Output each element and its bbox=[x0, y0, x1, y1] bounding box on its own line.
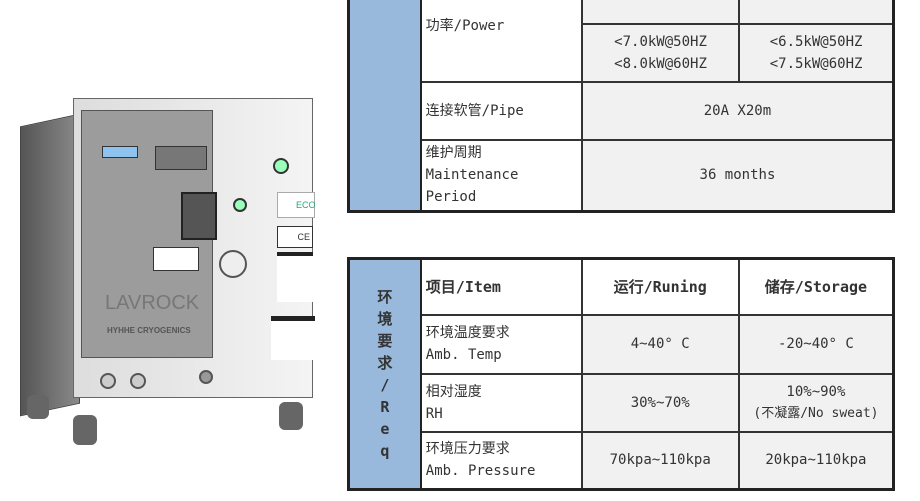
meters bbox=[155, 146, 207, 170]
maintenance-value: 36 months bbox=[580, 138, 895, 213]
port bbox=[199, 370, 213, 384]
ce-text: CE bbox=[297, 232, 310, 242]
running-value: 4~40° C bbox=[580, 313, 740, 375]
value-line: <7.5kW@60HZ bbox=[769, 55, 863, 72]
maker-text: HYHHE CRYOGENICS bbox=[107, 326, 191, 335]
value-line: <6.5kW@50HZ bbox=[769, 33, 863, 50]
lcd-display bbox=[102, 146, 138, 158]
storage-value: 20kpa~110kpa bbox=[737, 430, 895, 491]
running-value: 70kpa~110kpa bbox=[580, 430, 740, 491]
label-line: Period bbox=[425, 189, 477, 206]
side-panel bbox=[20, 113, 80, 417]
storage-value: 10%~90% (不凝露/No sweat) bbox=[737, 372, 895, 433]
row-label: 环境压力要求 Amb. Pressure bbox=[419, 430, 583, 491]
power-col2-header bbox=[580, 0, 741, 25]
label-line: Amb. Temp bbox=[425, 347, 502, 363]
section-label bbox=[347, 0, 422, 213]
row-label: 环境温度要求 Amb. Temp bbox=[419, 313, 583, 375]
info-label bbox=[271, 316, 315, 360]
side-char: e bbox=[380, 420, 390, 438]
running-value: 30%~70% bbox=[580, 372, 740, 433]
pressure-gauge bbox=[219, 250, 247, 278]
side-char: 环 bbox=[377, 288, 393, 306]
eco-label: ECO bbox=[277, 192, 316, 218]
label-line: 相对湿度 bbox=[425, 383, 482, 400]
side-char: 境 bbox=[377, 310, 393, 328]
nameplate bbox=[153, 247, 199, 271]
header-running: 运行/Runing bbox=[580, 257, 740, 316]
row-label: 相对湿度 RH bbox=[419, 372, 583, 433]
value-line: (不凝露/No sweat) bbox=[753, 405, 879, 421]
label-line: Maintenance bbox=[425, 167, 519, 184]
storage-value: -20~40° C bbox=[737, 313, 895, 375]
port bbox=[130, 373, 146, 389]
caster bbox=[27, 395, 49, 419]
caster bbox=[73, 415, 97, 445]
power-col3-header bbox=[738, 0, 895, 25]
side-char: 要 bbox=[377, 332, 393, 350]
power-label: 功率/Power bbox=[419, 0, 583, 83]
power-col2-value: <7.0kW@50HZ <8.0kW@60HZ bbox=[580, 22, 741, 83]
machine-illustration: LAVROCK HYHHE CRYOGENICS ECO CE bbox=[15, 80, 316, 450]
side-char: q bbox=[380, 442, 390, 460]
power-col3-value: <6.5kW@50HZ <7.5kW@60HZ bbox=[738, 22, 895, 83]
label-line: RH bbox=[425, 405, 443, 422]
knob bbox=[273, 158, 289, 174]
side-char: R bbox=[380, 398, 390, 416]
brand-text: LAVROCK bbox=[105, 292, 200, 314]
table-row: 环境压力要求 Amb. Pressure 70kpa~110kpa 20kpa~1… bbox=[349, 430, 895, 491]
side-char: / bbox=[380, 376, 390, 394]
knob bbox=[233, 198, 247, 212]
pipe-value: 20A X20m bbox=[580, 80, 895, 141]
value-line: <8.0kW@60HZ bbox=[614, 55, 707, 72]
table-row: 相对湿度 RH 30%~70% 10%~90% (不凝露/No sweat) bbox=[349, 372, 895, 433]
header-item: 项目/Item bbox=[419, 257, 583, 316]
power-spec-table: 功率/Power <7.0kW@50HZ <8.0kW@60HZ <6.5kW@5… bbox=[347, 0, 895, 213]
info-label bbox=[277, 252, 313, 302]
eco-text: ECO bbox=[296, 200, 316, 210]
label-line: 环境温度要求 bbox=[425, 325, 510, 341]
value-line: <7.0kW@50HZ bbox=[614, 33, 707, 50]
connector-block bbox=[181, 192, 217, 240]
port bbox=[100, 373, 116, 389]
label-line: Amb. Pressure bbox=[425, 463, 536, 480]
caster bbox=[279, 402, 303, 430]
header-storage: 储存/Storage bbox=[737, 257, 895, 316]
pipe-label: 连接软管/Pipe bbox=[419, 80, 583, 141]
label-line: 维护周期 bbox=[425, 145, 482, 162]
ce-label: CE bbox=[277, 226, 313, 248]
label-line: 环境压力要求 bbox=[425, 441, 510, 458]
table-row: 环境温度要求 Amb. Temp 4~40° C -20~40° C bbox=[349, 313, 895, 375]
value-line: 10%~90% bbox=[786, 383, 846, 400]
side-char: 求 bbox=[377, 354, 393, 372]
